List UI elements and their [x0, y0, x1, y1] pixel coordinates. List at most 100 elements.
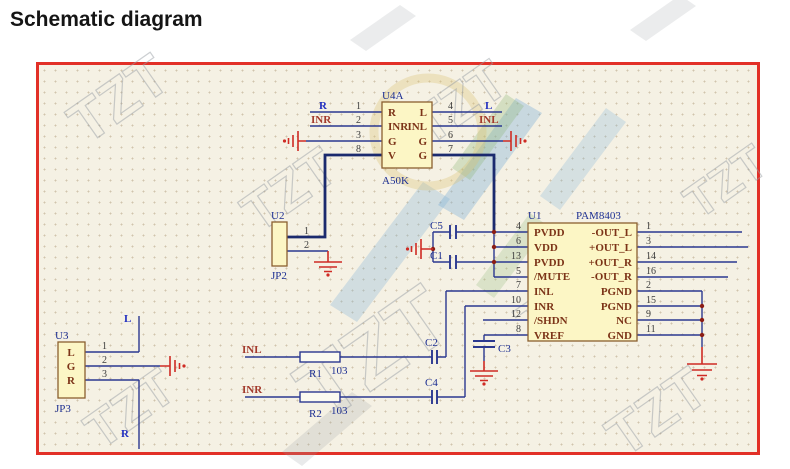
capacitor-plates — [431, 225, 495, 404]
part-value: JP3 — [55, 403, 71, 415]
pin-name: G — [388, 136, 397, 148]
component-u4a: U4A A50K R INR G V L INL G G 1 2 3 8 4 5… — [311, 90, 499, 187]
pin-number: 8 — [516, 324, 521, 335]
pin-name: PVDD — [534, 257, 565, 269]
pin-name: GND — [608, 330, 633, 342]
pin-number: 16 — [646, 266, 656, 277]
net-label: L — [124, 313, 131, 325]
pin-number: 11 — [646, 324, 656, 335]
logo-swoosh — [330, 182, 450, 322]
designator: U2 — [271, 210, 284, 222]
ground-symbol — [160, 356, 186, 376]
junction-dot — [491, 229, 497, 235]
component-r1: INL R1 103 — [242, 344, 348, 380]
pin-number: 6 — [516, 236, 521, 247]
junction-dot — [699, 332, 705, 338]
page-title: Schematic diagram — [10, 8, 203, 31]
net-label: INR — [311, 114, 332, 126]
net-label: INL — [242, 344, 262, 356]
pin-number: 14 — [646, 251, 656, 262]
net-label: R — [319, 100, 328, 112]
designator: C1 — [430, 250, 443, 262]
pin-name: G — [418, 150, 427, 162]
pin-name: INL — [534, 286, 554, 298]
pin-number: 9 — [646, 309, 651, 320]
pin-number: 4 — [448, 101, 453, 112]
ground-symbol — [314, 251, 342, 277]
pin-number: 1 — [304, 226, 309, 237]
pin-name: PGND — [601, 286, 632, 298]
logo-swoosh — [282, 392, 372, 466]
logo-swoosh — [452, 94, 524, 180]
logo-swoosh — [369, 73, 487, 191]
designator: U1 — [528, 210, 541, 222]
wire-thick — [287, 153, 496, 239]
pin-name: R — [67, 375, 76, 387]
pin-number: 2 — [646, 280, 651, 291]
junction-dot — [699, 317, 705, 323]
pin-number: 15 — [646, 295, 656, 306]
u1-body — [527, 222, 638, 342]
net-label: L — [485, 100, 492, 112]
pin-name: G — [418, 136, 427, 148]
pin-name: VDD — [534, 242, 558, 254]
ground-symbol — [405, 239, 433, 259]
designator: C4 — [425, 377, 438, 389]
ground-symbol — [470, 361, 498, 386]
pin-number: 2 — [356, 115, 361, 126]
pin-number: 2 — [102, 355, 107, 366]
pin-number: 12 — [511, 309, 521, 320]
pin-name: G — [67, 361, 76, 373]
pin-name: L — [67, 347, 74, 359]
pin-name: VREF — [534, 330, 564, 342]
designator: R2 — [309, 408, 322, 420]
part-number: PAM8403 — [576, 210, 621, 222]
part-value: A50K — [382, 175, 409, 187]
designator: C2 — [425, 337, 438, 349]
r1-body — [299, 351, 341, 363]
ground-symbol — [687, 347, 717, 381]
pin-name: INR — [388, 121, 409, 133]
logo-swoosh — [630, 0, 696, 41]
junction-dot — [699, 303, 705, 309]
pin-name: -OUT_R — [591, 271, 633, 283]
logo-swoosh — [350, 5, 416, 51]
u3-body — [57, 341, 86, 399]
part-value: 103 — [331, 405, 348, 417]
pin-number: 3 — [646, 236, 651, 247]
pin-name: PGND — [601, 301, 632, 313]
pin-name: +OUT_L — [589, 242, 632, 254]
pin-number: 1 — [102, 341, 107, 352]
designator: U3 — [55, 330, 69, 342]
junction-dot — [491, 259, 497, 265]
pin-number: 3 — [102, 369, 107, 380]
pin-number: 4 — [516, 221, 521, 232]
pin-number: 10 — [511, 295, 521, 306]
designator: C3 — [498, 343, 511, 355]
pin-name: R — [388, 107, 397, 119]
pin-name: -OUT_L — [592, 227, 632, 239]
schematic-canvas — [36, 62, 760, 455]
ground-symbol — [503, 131, 527, 151]
part-value: JP2 — [271, 270, 287, 282]
net-label: INL — [479, 114, 499, 126]
designator: U4A — [382, 90, 403, 102]
pin-number: 5 — [448, 115, 453, 126]
pin-name: INL — [407, 121, 427, 133]
pin-number: 6 — [448, 130, 453, 141]
u2-body — [271, 221, 288, 267]
pin-number: 1 — [646, 221, 651, 232]
ground-symbol — [282, 131, 306, 151]
net-label: INR — [242, 384, 263, 396]
r2-body — [299, 391, 341, 403]
pin-name: PVDD — [534, 227, 565, 239]
component-u1: U1 PAM8403 PVDD VDD PVDD /MUTE INL INR /… — [511, 210, 656, 342]
pin-number: 7 — [448, 144, 453, 155]
component-u3: U3 JP3 L G R 1 2 3 L R — [55, 313, 131, 440]
logo-swoosh — [438, 98, 542, 220]
pin-name: /MUTE — [533, 271, 570, 283]
pin-number: 2 — [304, 240, 309, 251]
pin-number: 8 — [356, 144, 361, 155]
pin-name: +OUT_R — [588, 257, 633, 269]
